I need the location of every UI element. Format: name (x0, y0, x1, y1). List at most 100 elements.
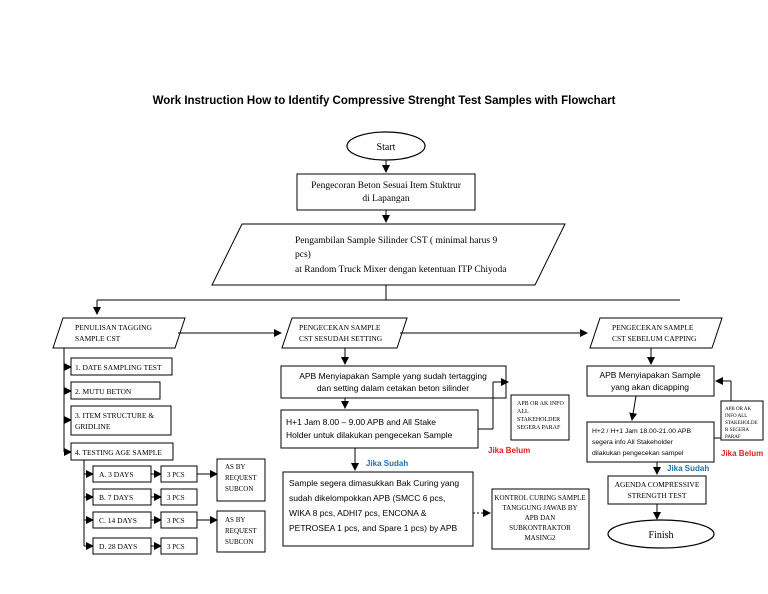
branch-connector (93, 285, 680, 315)
step-pengecoran-box: Pengecoran Beton Sesuai Item Stuktrur di… (296, 173, 476, 211)
right-box-pengecekan-line3: dilakukan pengecekan sampel (592, 450, 684, 457)
request-box-1: AS BY REQUEST SUBCON (216, 458, 266, 502)
kontrol-line4: SUBKONTRAKTOR (509, 524, 571, 532)
left-item-structure-line1: 3. ITEM STRUCTURE & (75, 411, 154, 420)
middle-box-pengecekan-line1: H+1 Jam 8.00 – 9.00 APB and All Stake (286, 417, 436, 427)
middle-jika-belum: Jika Belum (488, 446, 530, 455)
agenda-line1: AGENDA COMPRESSIVE (615, 480, 700, 489)
age-7-days: B. 7 DAYS (92, 488, 152, 506)
left-item-mutu-label: 2. MUTU BETON (75, 387, 132, 396)
middle-jika-sudah: Jika Sudah (366, 459, 408, 468)
pcs-3-days: 3 PCS (160, 465, 198, 483)
middle-box-curing-line1: Sample segera dimasukkan Bak Curing yang (289, 478, 459, 488)
step-pengambilan-line1: Pengambilan Sample Silinder CST ( minima… (295, 235, 497, 246)
agenda-line2: STRENGTH TEST (628, 491, 687, 500)
right-box-pengecekan: H+2 / H+1 Jam 18.00-21.00 APB segera inf… (586, 421, 715, 463)
kontrol-line2: TANGGUNG JAWAB BY (502, 504, 577, 512)
right-jika-belum: Jika Belum (721, 449, 763, 458)
middle-box-pengecekan: H+1 Jam 8.00 – 9.00 APB and All Stake Ho… (280, 409, 479, 449)
arrow-right-box1-box2 (629, 395, 638, 421)
pcs-28-days-label: 3 PCS (167, 543, 185, 551)
right-header-sebelum: PENGECEKAN SAMPLE CST SEBELUM CAPPING (589, 317, 723, 349)
step-pengecoran-line2: di Lapangan (362, 194, 409, 204)
right-box-menyiapkan-line2: yang akan dicapping (611, 382, 689, 392)
request-box-1-line3: SUBCON (225, 485, 253, 493)
left-header-line2: SAMPLE CST (75, 334, 121, 343)
right-box-pengecekan-line1: H+2 / H+1 Jam 18.00-21.00 APB (592, 428, 691, 435)
right-note-line4: R SEGERA (725, 428, 749, 433)
left-spine (63, 348, 72, 456)
agenda-box: AGENDA COMPRESSIVE STRENGTH TEST (607, 475, 707, 505)
middle-note-line3: STAKEHOLDER (517, 417, 560, 423)
kontrol-line1: KONTROL CURING SAMPLE (494, 494, 585, 502)
age-14-days: C. 14 DAYS (92, 511, 152, 529)
kontrol-line3: APB DAN (525, 514, 556, 522)
middle-box-menyiapkan-line2: dan setting dalam cetakan beton silinder (317, 383, 469, 393)
age-28-days: D. 28 DAYS (92, 537, 152, 555)
start-label: Start (377, 142, 396, 153)
left-header-line1: PENULISAN TAGGING (75, 323, 153, 332)
middle-box-pengecekan-line2: Holder untuk dilakukan pengecekan Sample (286, 430, 453, 440)
step-pengambilan-box: Pengambilan Sample Silinder CST ( minima… (211, 223, 566, 286)
right-box-pengecekan-line2: segera info All Stakeholder (592, 439, 674, 446)
middle-box-curing-line3: WIKA 8 pcs, ADHI7 pcs, ENCONA & (289, 508, 427, 518)
middle-header-line1: PENGECEKAN SAMPLE (299, 323, 381, 332)
request-box-2: AS BY REQUEST SUBCON (216, 510, 266, 553)
pcs-14-days: 3 PCS (160, 511, 198, 529)
age-spine (83, 460, 218, 550)
request-box-2-line1: AS BY (225, 516, 245, 524)
start-terminator: Start (346, 131, 426, 161)
left-item-age: 4. TESTING AGE SAMPLE (70, 442, 174, 461)
right-header-line2: CST SEBELUM CAPPING (612, 334, 697, 343)
step-pengambilan-line3: at Random Truck Mixer dengan ketentuan I… (295, 265, 507, 275)
pcs-7-days: 3 PCS (160, 488, 198, 506)
request-box-1-line2: REQUEST (225, 474, 257, 482)
pcs-28-days: 3 PCS (160, 537, 198, 555)
age-7-days-label: B. 7 DAYS (99, 493, 133, 502)
request-box-1-line1: AS BY (225, 463, 245, 471)
middle-note-info: APB OR AK INFO ALL STAKEHOLDER SEGERA PA… (510, 394, 570, 441)
right-note-line5: PARAF (725, 435, 741, 440)
pcs-7-days-label: 3 PCS (167, 494, 185, 502)
age-3-days: A. 3 DAYS (92, 465, 152, 483)
right-note-line1: APB OR AK (725, 407, 752, 412)
pcs-3-days-label: 3 PCS (167, 471, 185, 479)
middle-box-curing: Sample segera dimasukkan Bak Curing yang… (282, 471, 474, 547)
age-14-days-label: C. 14 DAYS (99, 516, 137, 525)
middle-box-curing-line2: sudah dikelompokkan APB (SMCC 6 pcs, (289, 493, 445, 503)
finish-terminator: Finish (607, 519, 715, 549)
right-box-menyiapkan-line1: APB Menyiapakan Sample (599, 370, 700, 380)
finish-label: Finish (648, 530, 673, 541)
right-box-menyiapkan: APB Menyiapakan Sample yang akan dicappi… (586, 365, 715, 397)
middle-box-menyiapkan-line1: APB Menyiapakan Sample yang sudah tertag… (299, 371, 487, 381)
middle-header-line2: CST SESUDAH SETTING (299, 334, 383, 343)
middle-box-curing-line4: PETROSEA 1 pcs, and Spare 1 pcs) by APB (289, 523, 458, 533)
step-pengecoran-line1: Pengecoran Beton Sesuai Item Stuktrur (311, 181, 462, 191)
left-item-date: 1. DATE SAMPLING TEST (70, 357, 173, 376)
right-note-line3: STAKEHOLDE (725, 421, 758, 426)
left-item-age-label: 4. TESTING AGE SAMPLE (75, 448, 162, 457)
step-pengambilan-line2: pcs) (295, 249, 311, 260)
right-note-line2: INFO ALL (725, 414, 747, 419)
middle-note-line2: ALL (517, 409, 529, 415)
request-box-2-line2: REQUEST (225, 527, 257, 535)
age-3-days-label: A. 3 DAYS (99, 470, 134, 479)
middle-box-menyiapkan: APB Menyiapakan Sample yang sudah tertag… (280, 365, 507, 399)
pcs-14-days-label: 3 PCS (167, 517, 185, 525)
left-item-structure-line2: GRIDLINE (75, 422, 111, 431)
middle-note-line1: APB OR AK INFO (517, 401, 565, 407)
right-note-info: APB OR AK INFO ALL STAKEHOLDE R SEGERA P… (720, 400, 764, 441)
page-title: Work Instruction How to Identify Compres… (153, 95, 616, 107)
kontrol-curing-box: KONTROL CURING SAMPLE TANGGUNG JAWAB BY … (491, 488, 590, 550)
age-28-days-label: D. 28 DAYS (99, 542, 137, 551)
middle-header-sesudah: PENGECEKAN SAMPLE CST SESUDAH SETTING (281, 317, 408, 349)
right-jika-sudah: Jika Sudah (667, 464, 709, 473)
right-header-line1: PENGECEKAN SAMPLE (612, 323, 694, 332)
left-header-tagging: PENULISAN TAGGING SAMPLE CST (52, 317, 186, 349)
left-item-date-label: 1. DATE SAMPLING TEST (75, 363, 162, 372)
kontrol-line5: MASING2 (524, 534, 556, 542)
middle-loop-belum (478, 378, 509, 430)
request-box-2-line3: SUBCON (225, 538, 253, 546)
left-item-mutu: 2. MUTU BETON (70, 381, 161, 400)
